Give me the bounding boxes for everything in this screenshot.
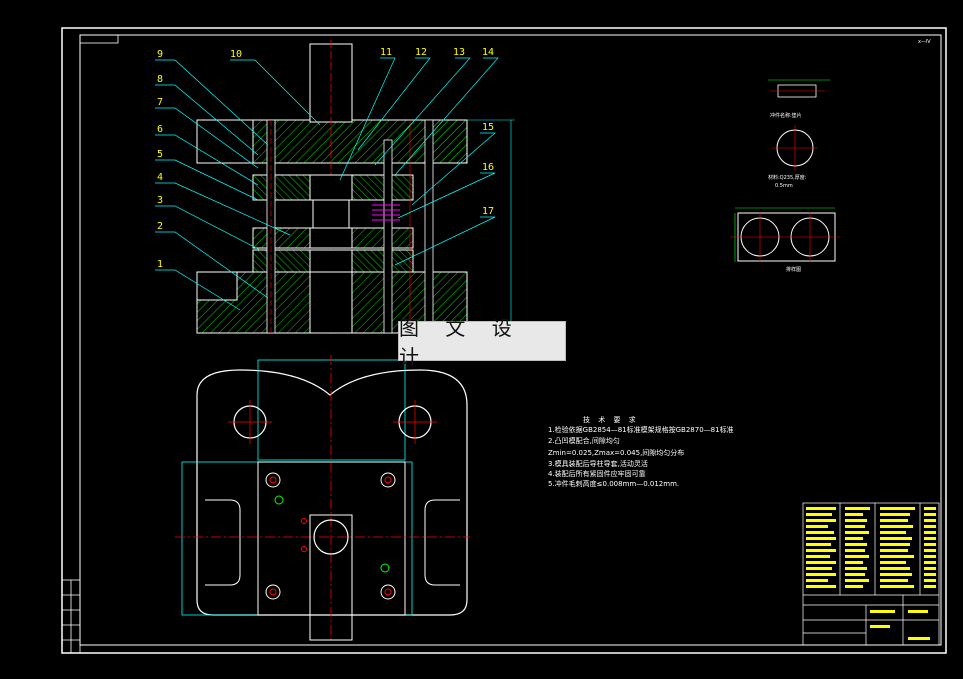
leader-lines [155,57,499,311]
plan-view [175,355,470,641]
svg-text:技 术 要 求: 技 术 要 求 [583,415,639,424]
part-number-labels: 9 8 7 6 5 4 3 2 1 10 11 12 13 14 15 16 1… [157,47,494,270]
tech-requirements: 技 术 要 求 1.检验依据GB2854—81标准模架规格按GB2870—81标… [548,415,734,488]
svg-text:材料:Q235,厚度:: 材料:Q235,厚度: [768,174,807,181]
part-notes: 冲件名称:垫片 材料:Q235,厚度: 0.5mm 排样图 [768,112,807,273]
inner-frame [79,34,942,646]
svg-text:17: 17 [482,206,494,217]
svg-text:10: 10 [230,49,242,60]
svg-text:9: 9 [157,49,163,60]
svg-text:冲件名称:垫片: 冲件名称:垫片 [770,112,802,119]
title-block [802,502,940,646]
outer-frame [61,27,947,654]
svg-text:15: 15 [482,122,494,133]
svg-text:11: 11 [380,47,392,58]
svg-text:12: 12 [415,47,427,58]
section-view [196,40,515,335]
svg-text:2: 2 [157,221,163,232]
svg-text:3.模具装配后导柱导套,活动灵活: 3.模具装配后导柱导套,活动灵活 [548,459,648,468]
svg-text:5.冲件毛刺高度≤0.008mm—0.012mm.: 5.冲件毛刺高度≤0.008mm—0.012mm. [548,479,679,488]
svg-text:2.凸凹模配合,间隙均匀: 2.凸凹模配合,间隙均匀 [548,436,620,445]
left-strip [61,579,81,654]
svg-text:1: 1 [157,259,163,270]
svg-text:排样图: 排样图 [786,266,801,273]
svg-text:4: 4 [157,172,163,183]
svg-text:0.5mm: 0.5mm [775,183,793,189]
svg-text:8: 8 [157,74,163,85]
svg-text:7: 7 [157,97,163,108]
svg-text:6: 6 [157,124,163,135]
svg-text:1.检验依据GB2854—81标准模架规格按GB2870—8: 1.检验依据GB2854—81标准模架规格按GB2870—81标准 [548,425,734,434]
svg-text:14: 14 [482,47,494,58]
svg-text:13: 13 [453,47,465,58]
top-right-mark: ⅹ—Ⅳ [918,39,931,45]
part-sketches [730,79,840,262]
svg-text:5: 5 [157,149,163,160]
svg-text:Zmin=0.025,Zmax=0.045,间隙均匀分布: Zmin=0.025,Zmax=0.045,间隙均匀分布 [548,448,684,457]
watermark: 图 文 设 计 [398,316,566,369]
svg-text:4.装配后所有紧固件应牢固可靠: 4.装配后所有紧固件应牢固可靠 [548,469,646,478]
svg-text:3: 3 [157,195,163,206]
svg-text:16: 16 [482,162,494,173]
parts-list-rows [806,507,936,640]
